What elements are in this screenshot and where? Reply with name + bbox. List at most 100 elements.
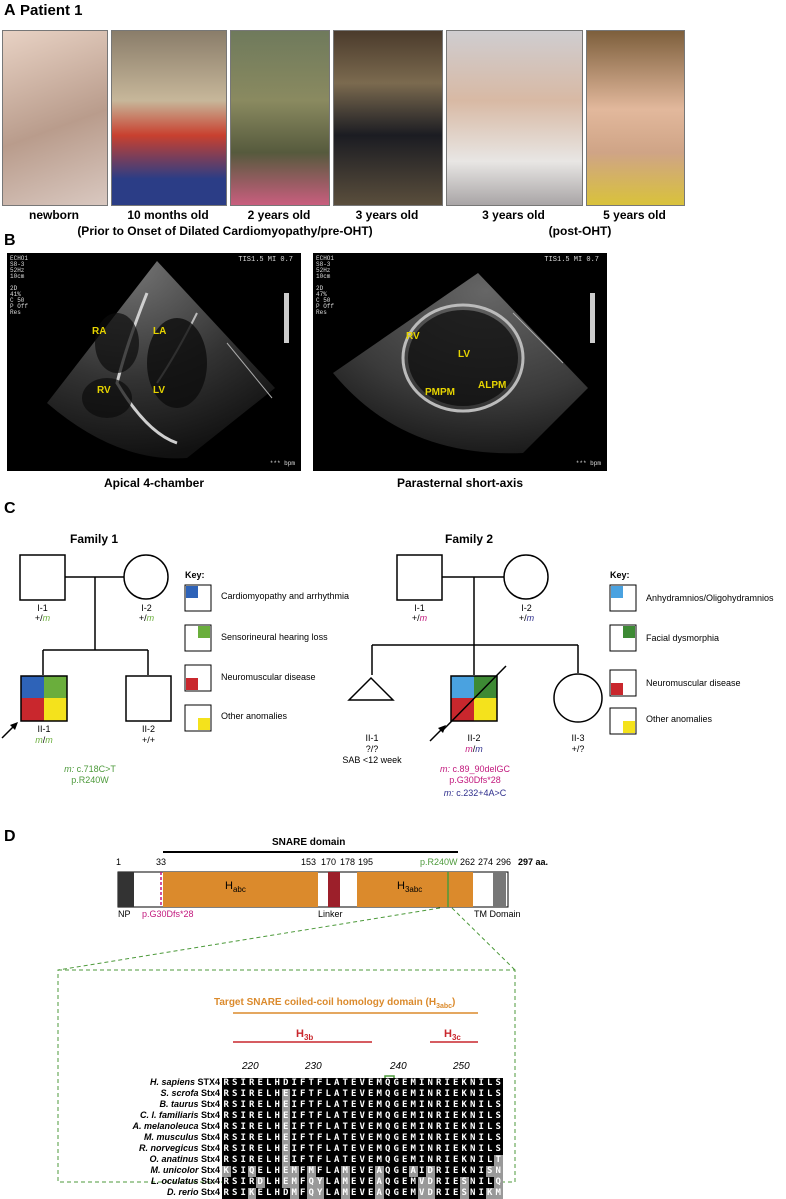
alignment-residue: V: [358, 1111, 367, 1122]
label-pmpm: PMPM: [425, 387, 455, 398]
gene-name: Stx4: [200, 1099, 220, 1109]
alignment-residue: S: [494, 1111, 503, 1122]
alignment-residue: L: [264, 1100, 273, 1111]
alignment-residue: G: [392, 1122, 401, 1133]
photo-newborn: [2, 30, 108, 206]
alignment-residue: I: [477, 1155, 486, 1166]
alignment-residue: E: [451, 1155, 460, 1166]
alignment-residue: F: [315, 1078, 324, 1089]
caption-newborn: newborn: [29, 208, 79, 222]
f1-variant-m: m:: [64, 764, 75, 774]
alignment-residue: S: [230, 1133, 239, 1144]
alignment-residue: V: [358, 1133, 367, 1144]
alignment-residue: T: [341, 1100, 350, 1111]
alignment-residue: I: [239, 1089, 248, 1100]
label-lv: LV: [153, 385, 166, 396]
alignment-residue: R: [247, 1133, 256, 1144]
alignment-residue: M: [375, 1122, 384, 1133]
alignment-residue: H: [273, 1100, 282, 1111]
alignment-residue: I: [417, 1155, 426, 1166]
alignment-residue: H: [273, 1166, 282, 1177]
alignment-residue: A: [332, 1177, 341, 1188]
alignment-residue: I: [477, 1133, 486, 1144]
alignment-residue: I: [290, 1133, 299, 1144]
caption-5-years: 5 years old: [603, 208, 666, 222]
alignment-residue: Y: [315, 1188, 324, 1199]
f1-i2-genotype: +/m: [124, 613, 169, 623]
species-name: D. rerio Stx4: [166, 1187, 220, 1197]
alignment-residue: A: [332, 1144, 341, 1155]
alignment-residue: L: [485, 1122, 494, 1133]
alignment-residue: Q: [383, 1155, 392, 1166]
alignment-residue: L: [264, 1144, 273, 1155]
alignment-residue: I: [417, 1122, 426, 1133]
alignment-residue: L: [485, 1078, 494, 1089]
alignment-residue: I: [477, 1166, 486, 1177]
alignment-residue: N: [468, 1166, 477, 1177]
f1-key-title: Key:: [185, 570, 205, 580]
f2-ii1-genotype: ?/?: [365, 744, 379, 754]
alignment-residue: L: [324, 1122, 333, 1133]
species-name: C. l. familiaris Stx4: [139, 1110, 220, 1120]
alignment-residue: L: [485, 1177, 494, 1188]
alignment-residue: I: [417, 1166, 426, 1177]
pos-153: 153: [301, 857, 317, 867]
alignment-residue: K: [460, 1166, 469, 1177]
alignment-residue: T: [341, 1078, 350, 1089]
h3c-h: H: [444, 1028, 452, 1040]
alignment-residue: L: [485, 1089, 494, 1100]
f2-key-other: Other anomalies: [646, 714, 713, 724]
alignment-residue: N: [468, 1100, 477, 1111]
alignment-residue: S: [230, 1188, 239, 1199]
protein-domain-diagram: [57, 851, 516, 1186]
alignment-residue: K: [247, 1188, 256, 1199]
alignment-residue: M: [409, 1155, 418, 1166]
alignment-residue: Q: [307, 1188, 316, 1199]
alignment-residue: I: [290, 1144, 299, 1155]
alignment-residue: E: [451, 1089, 460, 1100]
alignment-residue: E: [349, 1100, 358, 1111]
alignment-residue: I: [290, 1089, 299, 1100]
alignment-residue: E: [400, 1089, 409, 1100]
alignment-residue: L: [324, 1100, 333, 1111]
linker-label: Linker: [318, 909, 343, 919]
alignment-residue: I: [477, 1100, 486, 1111]
photo-3-years-pre: [333, 30, 443, 206]
f2-key-neuromuscular: Neuromuscular disease: [646, 678, 741, 688]
gene-name: Stx4: [200, 1110, 220, 1120]
alignment-residue: G: [392, 1100, 401, 1111]
h3b-h: H: [296, 1028, 304, 1040]
alignment-residue: E: [451, 1111, 460, 1122]
alignment-residue: T: [341, 1144, 350, 1155]
alignment-residue: E: [256, 1111, 265, 1122]
alignment-residue: N: [426, 1155, 435, 1166]
alignment-residue: R: [434, 1155, 443, 1166]
alignment-residue: R: [222, 1133, 231, 1144]
h3abc-h: H: [397, 880, 405, 892]
f1-ii1-geno-m2: m: [45, 735, 53, 745]
alignment-residue: V: [358, 1155, 367, 1166]
alignment-residue: S: [230, 1100, 239, 1111]
f2-variant1-c-text: c.89_90delGC: [452, 764, 511, 774]
f1-key-hearing: Sensorineural hearing loss: [221, 632, 328, 642]
alignment-residue: G: [392, 1166, 401, 1177]
species-name: R. norvegicus Stx4: [138, 1143, 220, 1153]
alignment-residue: E: [349, 1133, 358, 1144]
alignment-residue: E: [451, 1078, 460, 1089]
alignment-residue: M: [409, 1188, 418, 1199]
alignment-residue: N: [468, 1078, 477, 1089]
alignment-residue: M: [409, 1111, 418, 1122]
alignment-residue: F: [298, 1111, 307, 1122]
alignment-residue: L: [264, 1111, 273, 1122]
photo-5-years: [586, 30, 685, 206]
alignment-residue: K: [460, 1122, 469, 1133]
alignment-residue: R: [247, 1089, 256, 1100]
panel-b-letter: B: [4, 232, 16, 249]
f1-ii2-genotype: +/+: [141, 735, 155, 745]
alignment-residue: H: [273, 1111, 282, 1122]
alignment-residue: T: [341, 1122, 350, 1133]
alignment-residue: R: [434, 1122, 443, 1133]
g30dfs-label: p.G30Dfs*28: [142, 909, 194, 919]
